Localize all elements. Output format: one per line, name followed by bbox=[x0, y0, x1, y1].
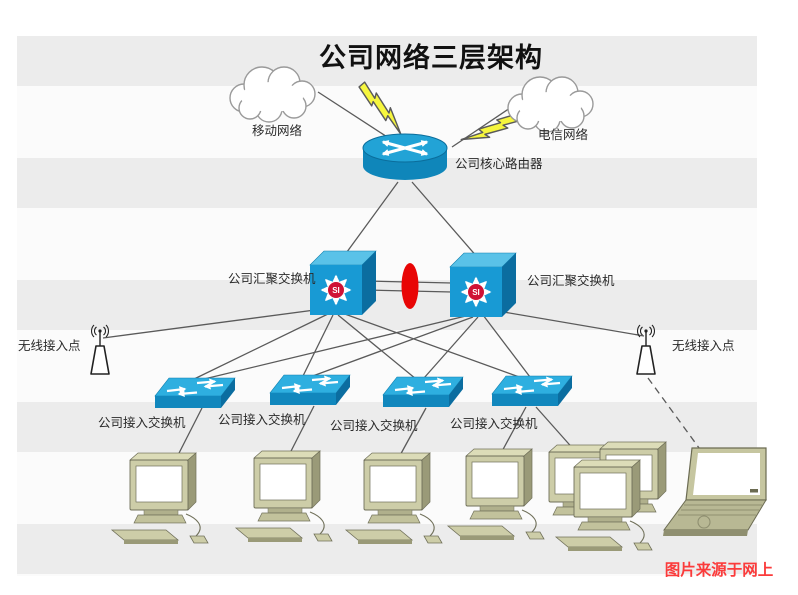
link-sw1-pc1 bbox=[175, 407, 203, 460]
pc-group-icon bbox=[548, 441, 667, 551]
pc-4-icon bbox=[448, 449, 544, 540]
label-cloud-telecom: 电信网络 bbox=[538, 128, 589, 142]
link-cloud-telecom-router bbox=[451, 103, 517, 148]
link-aggright-sw1 bbox=[199, 314, 471, 381]
label-agg-switch-left: 公司汇聚交换机 bbox=[228, 272, 316, 286]
watermark-text: 图片来源于网上 bbox=[664, 562, 774, 579]
label-ap-right: 无线接入点 bbox=[672, 339, 735, 353]
link-aggright-sw3 bbox=[423, 316, 479, 379]
link-aggleft-sw1 bbox=[189, 312, 331, 382]
label-access-switch-1: 公司接入交换机 bbox=[98, 416, 186, 430]
si-badge-right bbox=[467, 283, 485, 301]
cloud-mobile-network bbox=[229, 66, 316, 123]
label-ap-left: 无线接入点 bbox=[18, 339, 81, 353]
lightning-bolt-left bbox=[351, 80, 414, 135]
pc-1-icon bbox=[112, 453, 208, 544]
link-aggleft-sw4 bbox=[341, 312, 523, 379]
link-sw2-pc2 bbox=[287, 405, 315, 458]
label-access-switch-2: 公司接入交换机 bbox=[218, 413, 306, 427]
link-aggleft-sw2 bbox=[301, 314, 334, 379]
label-access-switch-3: 公司接入交换机 bbox=[330, 419, 418, 433]
pc-2-icon bbox=[236, 451, 332, 542]
access-switch-2-icon bbox=[270, 375, 350, 405]
pc-3-icon bbox=[346, 453, 442, 544]
connection-lines bbox=[102, 91, 703, 460]
label-agg-switch-right: 公司汇聚交换机 bbox=[527, 274, 615, 288]
access-switch-4-icon bbox=[492, 376, 572, 406]
label-access-switch-4: 公司接入交换机 bbox=[450, 417, 538, 431]
diagram-title: 公司网络三层架构 bbox=[319, 43, 543, 73]
link-aggright-apright bbox=[491, 309, 645, 337]
link-sw3-pc3 bbox=[397, 407, 427, 460]
link-sw4-pc4 bbox=[499, 406, 527, 456]
link-aggleft-sw3 bbox=[337, 314, 417, 380]
link-router-aggleft bbox=[343, 181, 399, 257]
link-aggright-sw2 bbox=[309, 316, 474, 378]
wireless-ap-right-icon bbox=[636, 324, 656, 375]
link-router-aggright bbox=[411, 181, 479, 259]
label-core-router: 公司核心路由器 bbox=[455, 157, 543, 171]
link-apright-laptop-wireless bbox=[647, 377, 703, 453]
si-badge-left-text: SI bbox=[332, 286, 340, 295]
link-aggright-sw4 bbox=[482, 314, 531, 378]
link-aggleft-apleft bbox=[102, 307, 331, 339]
aggregation-switch-right-icon bbox=[450, 253, 516, 317]
core-router-icon bbox=[363, 134, 447, 180]
wireless-ap-left-icon bbox=[90, 324, 110, 375]
access-switch-1-icon bbox=[155, 378, 235, 408]
link-sw4-pcgroup bbox=[535, 406, 577, 453]
si-badge-left bbox=[327, 281, 345, 299]
si-badge-right-text: SI bbox=[472, 288, 480, 297]
label-cloud-mobile: 移动网络 bbox=[252, 124, 303, 138]
aggregation-switch-left-icon bbox=[310, 251, 376, 315]
access-switch-3-icon bbox=[383, 377, 463, 407]
laptop-icon bbox=[662, 447, 767, 537]
trunk-red-ellipse bbox=[401, 263, 419, 309]
